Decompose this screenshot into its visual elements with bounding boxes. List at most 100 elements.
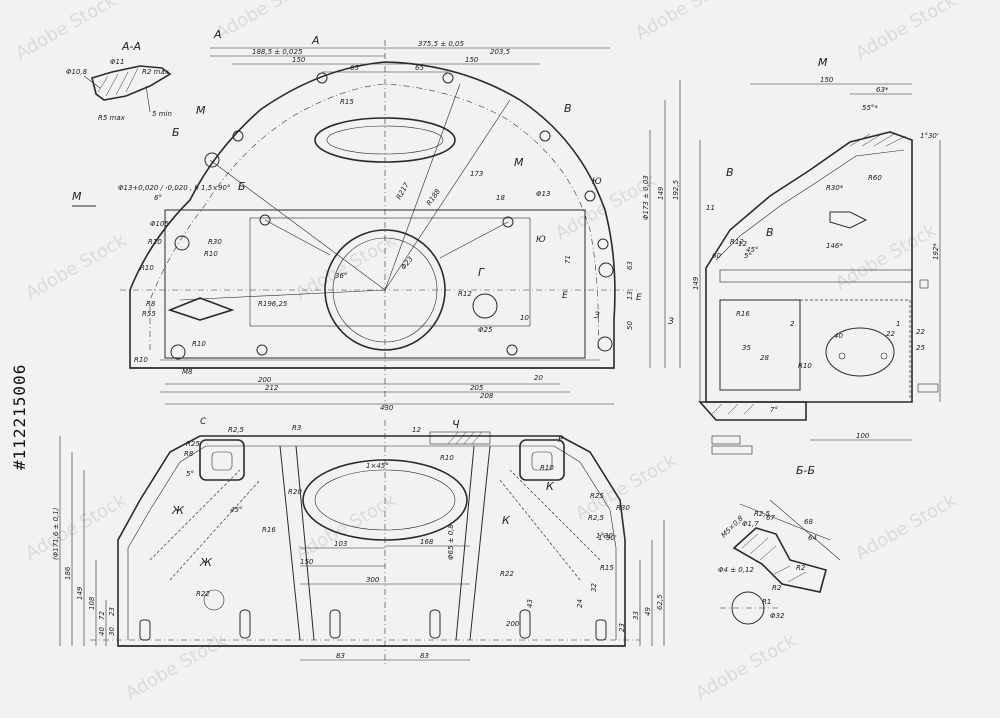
dim-text: 205 [470, 384, 484, 392]
dim-text: 23 [108, 607, 116, 616]
radius-label: R188 [425, 187, 442, 207]
dim-text: 65 [415, 64, 424, 72]
dim-text: R2,5 [588, 514, 605, 522]
radius-label: Φ13 [536, 190, 550, 198]
dim-text: 192* [932, 243, 940, 260]
note-text: 36° [335, 272, 347, 280]
dim-text: 375,5 ± 0,05 [418, 40, 464, 48]
dim-text: Φ173 ± 0,03 [642, 175, 650, 220]
dim-text: 68 [804, 518, 813, 526]
section-mark: К [502, 514, 511, 527]
housing-rib-frame [249, 217, 531, 327]
section-mark: Г [478, 266, 485, 279]
section-mark: Ю [592, 177, 602, 187]
dim-text: R15 [600, 564, 614, 572]
dim-text: 45° [746, 246, 758, 254]
dim-text: R16 [262, 526, 276, 534]
dim-text: R20 [288, 488, 302, 496]
radius-label: R15 [340, 98, 354, 106]
dim-text: 20 [534, 374, 543, 382]
dim-text: R25 [186, 440, 200, 448]
section-mark: Ж [199, 556, 213, 569]
side-view-title: М [818, 56, 828, 69]
svg-text:Adobe Stock: Adobe Stock [832, 220, 940, 295]
section-mark: В [726, 166, 734, 179]
dim-text: 71 [564, 255, 572, 264]
svg-text:Adobe Stock: Adobe Stock [22, 490, 130, 565]
housing-center-line [149, 83, 599, 351]
bolt-holes [170, 72, 614, 360]
section-aa-dim: 5 min [152, 110, 172, 118]
watermark-layer: Adobe Stock Adobe Stock Adobe Stock Adob… [12, 0, 960, 704]
section-mark: Е [562, 291, 568, 301]
section-bb-view: Б-Б M5×0,8 R2,5 Φ1,7 Φ4 ± 0,12 R2 R2 Φ32… [718, 464, 841, 625]
dim-text: 146* [826, 242, 843, 250]
dim-text: 200 [258, 376, 272, 384]
dim-text: 150 [292, 56, 306, 64]
section-mark: Ж [171, 504, 185, 517]
section-mark: Ч [452, 418, 460, 431]
radius-label: Φ105 [150, 220, 169, 228]
dim-text: 168 [420, 538, 434, 546]
side-flange [719, 269, 913, 283]
section-bb-profile [732, 527, 827, 593]
dim-text: R10 [440, 454, 454, 462]
side-foot [698, 401, 807, 421]
dim-text: 83 [420, 652, 429, 660]
dim-text: 32 [590, 583, 598, 592]
section-aa-dim: Φ10,8 [66, 68, 88, 76]
section-aa-title: A-A [121, 40, 141, 53]
dim-text: 55°* [862, 104, 878, 112]
dim-text: 62,5 [656, 594, 664, 610]
dim-text: 103 [334, 540, 347, 548]
dim-text: 65 [350, 64, 359, 72]
section-aa-profile [91, 65, 172, 101]
radius-label: R196,25 [258, 300, 288, 308]
dim-text: 28 [760, 354, 769, 362]
dim-text: R10 [540, 464, 554, 472]
dim-text: R3 [292, 424, 301, 432]
note-text: M8 [182, 368, 193, 376]
bottom-hatch [447, 431, 483, 445]
dim-text: R12 [730, 238, 744, 246]
dim-text: 108 [88, 596, 96, 610]
side-bore [825, 327, 895, 377]
section-mark: А [311, 34, 320, 47]
dim-text: Φ4 ± 0,12 [718, 566, 754, 574]
radius-label: Φ25 [478, 326, 493, 334]
section-mark: М [196, 104, 206, 117]
radius-label: R12 [458, 290, 472, 298]
dim-text: 7° [770, 406, 778, 414]
dim-text: R8 [184, 450, 194, 458]
dim-text: 12 [412, 426, 421, 434]
svg-text:Adobe Stock: Adobe Stock [212, 0, 320, 44]
dim-text: 149 [76, 586, 84, 600]
dim-text: 43 [526, 599, 534, 608]
dim-text: 30 [108, 627, 116, 636]
radius-label: Φ23 [399, 255, 414, 271]
dim-text: 5° [744, 252, 752, 260]
dim-text: R60 [868, 174, 882, 182]
dim-text: 100 [856, 432, 870, 440]
dim-text: 188,5 ± 0,025 [252, 48, 303, 56]
dim-text: C [200, 417, 207, 427]
side-hatch [711, 133, 907, 415]
dim-text: R10 [798, 362, 812, 370]
dim-text: 40 [834, 332, 843, 340]
dim-text: (Φ171,6 ± 0,1) [52, 507, 60, 560]
svg-text:Adobe Stock: Adobe Stock [292, 230, 400, 305]
dim-text: R30 [616, 504, 630, 512]
section-bb-hatch [741, 533, 807, 583]
dim-text: R2,5 [754, 510, 771, 518]
note-text: Φ13+0,020 / -0,020 , h 1,5×90° [118, 184, 230, 192]
housing-inner-frame [164, 209, 586, 359]
dim-text: 63 [626, 261, 634, 270]
dim-text: 83 [336, 652, 345, 660]
dim-text: 23 [618, 623, 626, 632]
section-mark: Б [172, 126, 180, 139]
dim-text: 22 [886, 330, 895, 338]
dim-text: 192,5 [672, 179, 680, 200]
dim-text: 150 [820, 76, 834, 84]
section-aa-dim: R5 max [98, 114, 126, 122]
dim-text: 22 [916, 328, 925, 336]
